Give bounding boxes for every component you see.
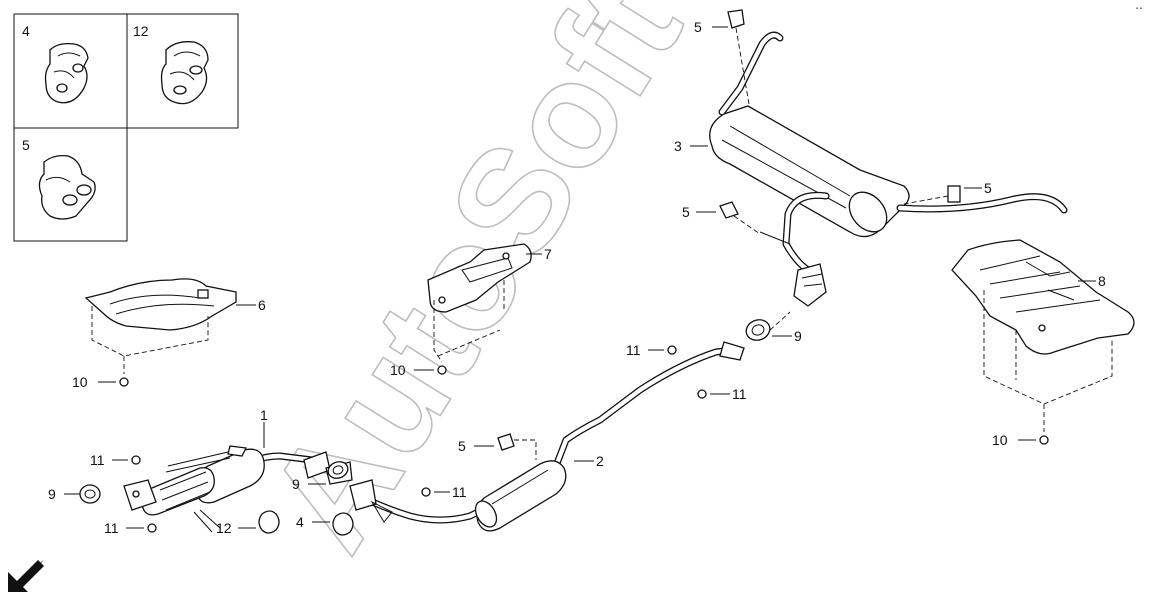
parts-box-frame-bottom xyxy=(13,127,128,242)
gasket-icon xyxy=(79,484,101,504)
rubber-hanger-large-icon xyxy=(160,41,209,105)
rubber-hanger-icon xyxy=(44,42,89,104)
callout-5-tail: 5 xyxy=(984,180,992,196)
parts-box-label-5: 5 xyxy=(22,137,30,153)
callout-5-middle: 5 xyxy=(458,438,466,454)
parts-box-label-4: 4 xyxy=(22,23,30,39)
gasket-icon xyxy=(745,319,771,341)
intermediate-pipe xyxy=(364,341,745,532)
rubber-hanger-icon xyxy=(258,510,280,534)
gasket-icon xyxy=(327,461,349,479)
parts-box-label-12: 12 xyxy=(133,23,149,39)
callout-6: 6 xyxy=(258,297,266,313)
callout-11-d: 11 xyxy=(626,342,641,358)
rubber-hanger-icon xyxy=(332,512,354,536)
heat-shield-front xyxy=(84,278,237,387)
front-pipe-catalyst xyxy=(123,445,393,533)
callout-4: 4 xyxy=(296,514,304,530)
callout-10-front: 10 xyxy=(72,374,88,390)
flange xyxy=(123,479,157,511)
nut-icon xyxy=(697,389,707,399)
arrow-down-left-icon xyxy=(8,560,44,592)
callout-3: 3 xyxy=(674,138,682,154)
callout-12: 12 xyxy=(216,520,232,536)
callout-10-rear: 10 xyxy=(992,432,1008,448)
nut-icon xyxy=(667,345,677,355)
nut-icon xyxy=(147,523,157,533)
heat-shield-rear xyxy=(951,239,1135,445)
exhaust-clamp-icon xyxy=(947,185,961,203)
nut-icon xyxy=(421,487,431,497)
callout-11-b: 11 xyxy=(104,520,119,536)
callout-11-a: 11 xyxy=(90,452,105,468)
nut-icon xyxy=(119,377,129,387)
exhaust-clamp-icon xyxy=(719,201,739,219)
callout-1: 1 xyxy=(260,407,268,423)
corner-mark: ▪ ▪ xyxy=(1136,6,1142,12)
callout-9-front: 9 xyxy=(48,486,56,502)
callout-10-middle: 10 xyxy=(390,362,406,378)
exhaust-clamp-icon xyxy=(727,9,745,29)
middle-silencer xyxy=(474,460,567,532)
rear-silencer xyxy=(709,9,1068,307)
callout-7: 7 xyxy=(544,246,552,262)
callout-5-rear: 5 xyxy=(682,204,690,220)
nut-icon xyxy=(131,455,141,465)
callout-8: 8 xyxy=(1098,273,1106,289)
nut-icon xyxy=(1039,435,1049,445)
heat-shield-middle xyxy=(427,243,532,375)
callout-5-top: 5 xyxy=(694,19,702,35)
callout-9-rear: 9 xyxy=(794,328,802,344)
callout-2: 2 xyxy=(596,453,604,469)
parts-legend: 4 12 5 xyxy=(13,13,239,242)
exhaust-clamp-icon xyxy=(497,433,515,451)
nut-icon xyxy=(437,365,447,375)
callout-11-c: 11 xyxy=(452,484,467,500)
callout-11-e: 11 xyxy=(732,386,747,402)
exhaust-clamp-icon xyxy=(38,154,96,220)
callout-9-middle: 9 xyxy=(292,476,300,492)
